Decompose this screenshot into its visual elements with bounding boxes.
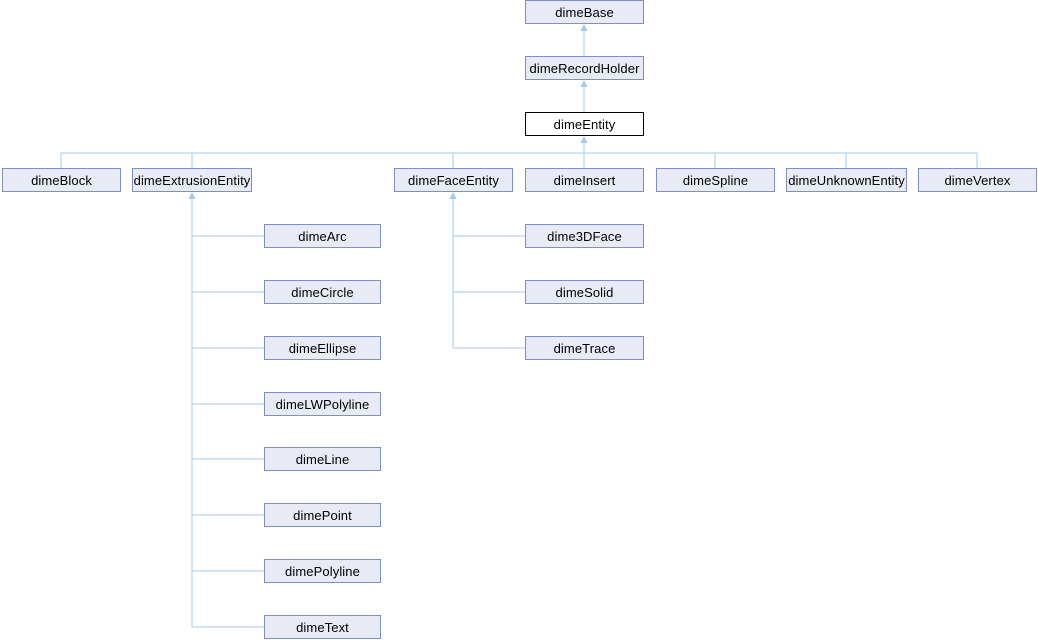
class-node-dimeArc[interactable]: dimeArc	[264, 224, 381, 248]
class-node-dimeSpline[interactable]: dimeSpline	[656, 168, 775, 192]
class-node-dimeCircle[interactable]: dimeCircle	[264, 280, 381, 304]
class-node-label: dimeFaceEntity	[408, 172, 499, 188]
class-node-dimeFaceEntity[interactable]: dimeFaceEntity	[394, 168, 513, 192]
class-node-dimeTrace[interactable]: dimeTrace	[525, 336, 644, 360]
class-node-dimeUnknownEntity[interactable]: dimeUnknownEntity	[786, 168, 907, 192]
class-node-dimeRecordHolder[interactable]: dimeRecordHolder	[525, 56, 644, 80]
class-node-dimeSolid[interactable]: dimeSolid	[525, 280, 644, 304]
class-node-label: dimeExtrusionEntity	[133, 172, 251, 188]
class-node-label: dime3DFace	[547, 228, 622, 244]
class-node-dimePoint[interactable]: dimePoint	[264, 503, 381, 527]
inheritance-arrow-dimeExtrusionEntity	[188, 192, 196, 199]
class-node-dimeBlock[interactable]: dimeBlock	[2, 168, 121, 192]
class-node-label: dimeSpline	[682, 172, 749, 188]
class-node-label: dimeUnknownEntity	[788, 172, 905, 188]
class-node-label: dimeSolid	[555, 284, 614, 300]
class-node-label: dimeCircle	[291, 284, 354, 300]
inheritance-arrow-dimeRecordHolder-to-dimeBase	[580, 24, 588, 31]
class-node-label: dimeLine	[295, 451, 350, 467]
class-node-dimeLine[interactable]: dimeLine	[264, 447, 381, 471]
class-node-label: dimeVertex	[944, 172, 1011, 188]
class-node-dimeEllipse[interactable]: dimeEllipse	[264, 336, 381, 360]
class-node-label: dimeEllipse	[288, 340, 357, 356]
class-node-dimeExtrusionEntity[interactable]: dimeExtrusionEntity	[132, 168, 252, 192]
class-node-label: dimeLWPolyline	[275, 396, 370, 412]
class-node-label: dimeText	[296, 619, 349, 635]
class-node-dimeText[interactable]: dimeText	[264, 615, 381, 639]
class-node-dimeInsert[interactable]: dimeInsert	[525, 168, 644, 192]
class-node-label: dimeInsert	[553, 172, 616, 188]
class-node-label: dimeBase	[555, 4, 614, 20]
class-node-label: dimeArc	[298, 228, 347, 244]
class-node-label: dimeTrace	[553, 340, 616, 356]
class-node-dimePolyline[interactable]: dimePolyline	[264, 559, 381, 583]
class-node-label: dimeEntity	[553, 116, 616, 132]
class-node-dime3DFace[interactable]: dime3DFace	[525, 224, 644, 248]
inheritance-arrow-bus-row4-to-dimeEntity	[580, 136, 588, 143]
class-node-label: dimePoint	[293, 507, 352, 523]
class-node-label: dimeBlock	[31, 172, 92, 188]
class-node-label: dimePolyline	[285, 563, 360, 579]
class-node-label: dimeRecordHolder	[529, 60, 640, 76]
inheritance-arrow-dimeEntity-to-dimeRecordHolder	[580, 80, 588, 87]
class-node-dimeLWPolyline[interactable]: dimeLWPolyline	[264, 392, 381, 416]
inheritance-arrow-dimeFaceEntity	[449, 192, 457, 199]
class-node-dimeEntity[interactable]: dimeEntity	[525, 112, 644, 136]
class-node-dimeBase[interactable]: dimeBase	[525, 0, 644, 24]
class-node-dimeVertex[interactable]: dimeVertex	[918, 168, 1037, 192]
